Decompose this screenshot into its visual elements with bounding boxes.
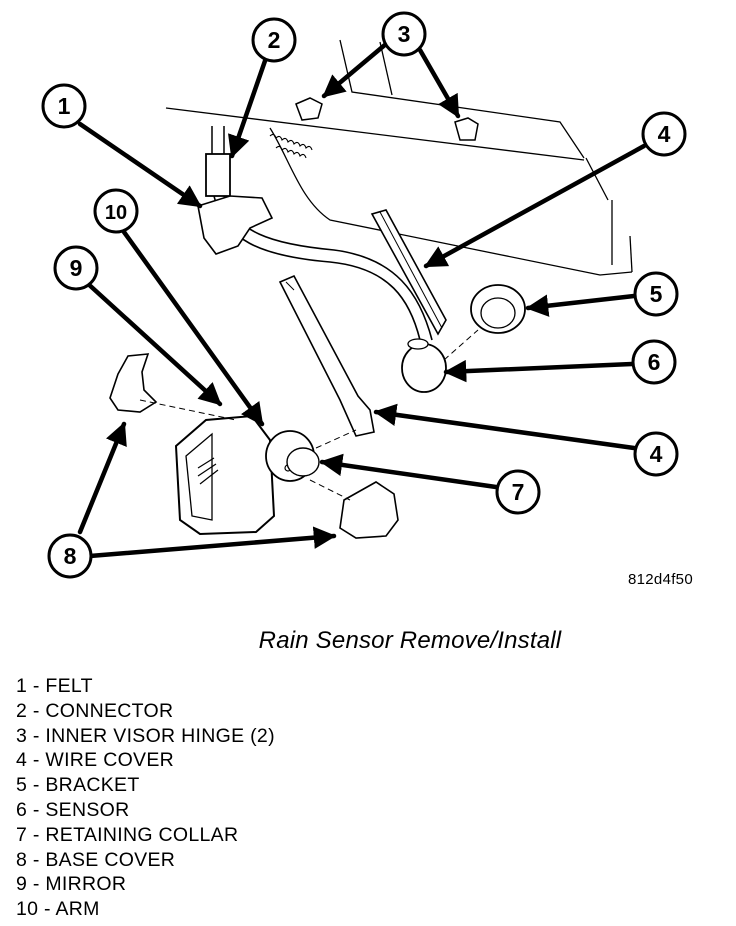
base-cover-upper bbox=[109, 353, 158, 413]
legend-item: 6 - SENSOR bbox=[16, 798, 130, 821]
retaining-collar-part bbox=[286, 447, 320, 477]
callout-9: 9 bbox=[53, 245, 99, 291]
legend-item: 1 - FELT bbox=[16, 675, 93, 697]
visor-hinge-left bbox=[295, 97, 323, 121]
headliner-outline bbox=[165, 39, 633, 276]
legend-item: 8 - BASE COVER bbox=[16, 848, 176, 871]
svg-text:10: 10 bbox=[105, 202, 127, 224]
legend-item: 2 - CONNECTOR bbox=[16, 699, 174, 722]
legend-item: 4 - WIRE COVER bbox=[16, 749, 175, 772]
svg-text:9: 9 bbox=[70, 255, 83, 281]
svg-text:8: 8 bbox=[64, 543, 77, 569]
callout-4-lower: 4 bbox=[633, 431, 679, 477]
svg-text:2: 2 bbox=[268, 27, 281, 53]
svg-text:4: 4 bbox=[658, 121, 671, 147]
parts-legend: 1 - FELT 2 - CONNECTOR 3 - INNER VISOR H… bbox=[16, 674, 275, 922]
alignment-lines bbox=[139, 329, 479, 501]
felt-part bbox=[197, 195, 274, 255]
callout-2: 2 bbox=[251, 17, 297, 63]
legend-item: 9 - MIRROR bbox=[16, 873, 127, 896]
svg-text:6: 6 bbox=[648, 349, 661, 375]
visor-hinge-right bbox=[454, 117, 479, 141]
callout-4-upper: 4 bbox=[641, 111, 687, 157]
bracket-part bbox=[470, 284, 526, 334]
legend-item: 10 - ARM bbox=[16, 898, 100, 921]
callout-1: 1 bbox=[41, 83, 87, 129]
wire-cover-lower bbox=[278, 274, 375, 437]
svg-text:5: 5 bbox=[650, 281, 663, 307]
base-cover-lower bbox=[339, 481, 399, 539]
exploded-diagram: 1 2 3 4 5 6 4 7 8 9 10 bbox=[41, 11, 687, 579]
callout-10: 10 bbox=[93, 188, 139, 234]
sensor-part bbox=[401, 338, 447, 393]
svg-text:3: 3 bbox=[398, 21, 411, 47]
spring-coil bbox=[269, 133, 313, 159]
svg-text:1: 1 bbox=[58, 93, 71, 119]
harness-upper bbox=[211, 126, 225, 154]
callout-5: 5 bbox=[633, 271, 679, 317]
figure-caption: Rain Sensor Remove/Install bbox=[258, 627, 562, 654]
callout-8: 8 bbox=[47, 533, 93, 579]
legend-item: 5 - BRACKET bbox=[16, 774, 140, 797]
wire-cover-upper bbox=[370, 209, 447, 336]
svg-text:7: 7 bbox=[512, 479, 525, 505]
callout-6: 6 bbox=[631, 339, 677, 385]
svg-text:4: 4 bbox=[650, 441, 663, 467]
legend-item: 7 - RETAINING COLLAR bbox=[16, 823, 239, 846]
callout-7: 7 bbox=[495, 469, 541, 515]
callout-3: 3 bbox=[381, 11, 427, 57]
connector-part bbox=[205, 153, 231, 197]
legend-item: 3 - INNER VISOR HINGE (2) bbox=[16, 724, 275, 747]
figure-code: 812d4f50 bbox=[628, 571, 693, 588]
leader-arrows bbox=[77, 41, 647, 559]
mirror-part bbox=[174, 414, 276, 536]
